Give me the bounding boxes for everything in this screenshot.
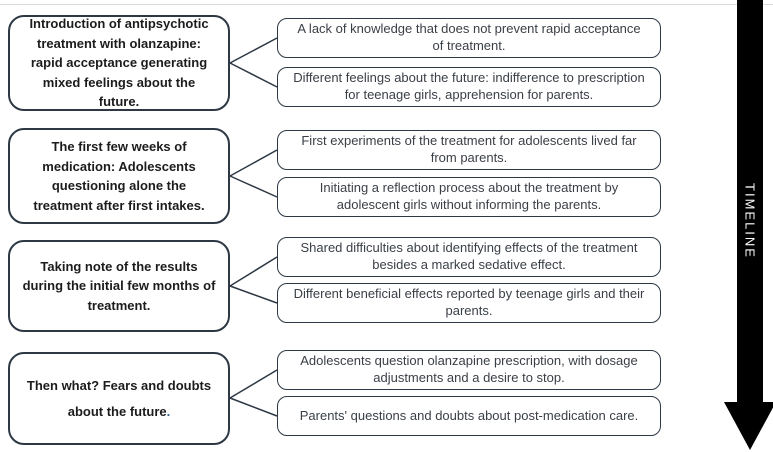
subtheme-box-2a-text: First experiments of the treatment for a… xyxy=(301,133,637,165)
timeline-arrow-head-icon xyxy=(724,402,773,450)
figure-top-rule xyxy=(0,4,773,5)
phase-box-3: Taking note of the results during the in… xyxy=(8,240,230,332)
subtheme-box-4a: Adolescents question olanzapine prescrip… xyxy=(277,350,661,390)
subtheme-box-2b-text: Initiating a reflection process about th… xyxy=(319,180,619,212)
subtheme-box-1a-text: A lack of knowledge that does not preven… xyxy=(297,21,641,53)
accent-period: . xyxy=(166,403,171,419)
subtheme-box-3b: Different beneficial effects reported by… xyxy=(277,283,661,323)
phase-box-4: Then what? Fears and doubts about the fu… xyxy=(8,352,230,445)
subtheme-box-1b-text: Different feelings about the future: ind… xyxy=(293,70,645,102)
timeline-arrow-shaft xyxy=(737,0,763,403)
subtheme-box-3b-text: Different beneficial effects reported by… xyxy=(293,286,645,318)
subtheme-box-1b: Different feelings about the future: ind… xyxy=(277,67,661,107)
timeline-label: TIMELINE xyxy=(742,183,758,259)
phase-box-3-text: Taking note of the results during the in… xyxy=(22,258,216,313)
subtheme-box-2a: First experiments of the treatment for a… xyxy=(277,130,661,170)
subtheme-box-4b-text: Parents' questions and doubts about post… xyxy=(299,407,639,423)
subtheme-box-4b: Parents' questions and doubts about post… xyxy=(277,396,661,436)
phase-box-2-text: The first few weeks of medication: Adole… xyxy=(33,139,205,213)
subtheme-box-3a: Shared difficulties about identifying ef… xyxy=(277,237,661,277)
subtheme-box-2b: Initiating a reflection process about th… xyxy=(277,177,661,217)
phase-box-1-text: Introduction of antipsychotic treatment … xyxy=(29,16,209,110)
phase-box-1: Introduction of antipsychotic treatment … xyxy=(8,15,230,111)
phase-box-4-text: Then what? Fears and doubts about the fu… xyxy=(26,377,212,419)
phase-box-2: The first few weeks of medication: Adole… xyxy=(8,128,230,224)
subtheme-box-1a: A lack of knowledge that does not preven… xyxy=(277,18,661,58)
subtheme-box-3a-text: Shared difficulties about identifying ef… xyxy=(300,240,638,272)
subtheme-box-4a-text: Adolescents question olanzapine prescrip… xyxy=(300,353,638,385)
